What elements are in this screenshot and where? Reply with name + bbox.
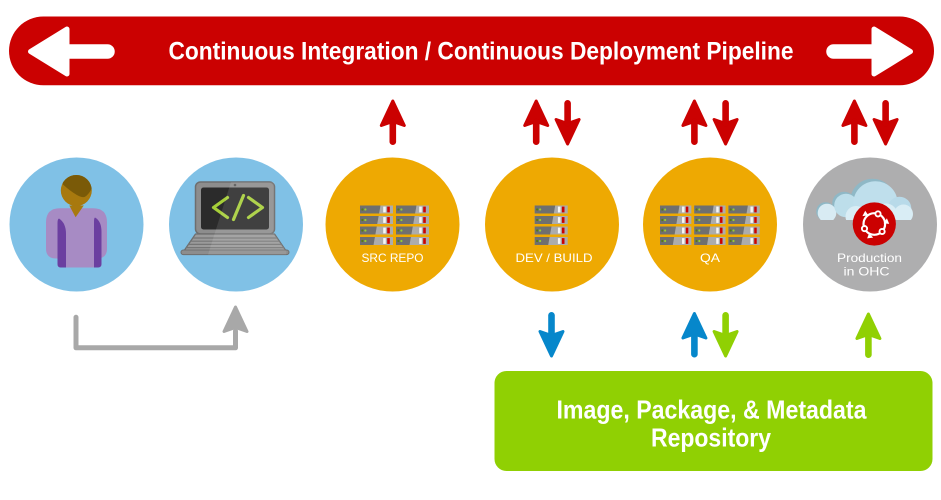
svg-text:Repository: Repository: [651, 422, 771, 452]
svg-text:in OHC: in OHC: [844, 264, 890, 278]
svg-text:DEV / BUILD: DEV / BUILD: [516, 251, 593, 265]
svg-text:Production: Production: [837, 251, 902, 265]
svg-text:Continuous Integration / Conti: Continuous Integration / Continuous Depl…: [169, 38, 794, 66]
svg-text:SRC REPO: SRC REPO: [362, 251, 424, 265]
svg-text:QA: QA: [700, 251, 720, 265]
svg-text:Image, Package, & Metadata: Image, Package, & Metadata: [557, 395, 867, 425]
